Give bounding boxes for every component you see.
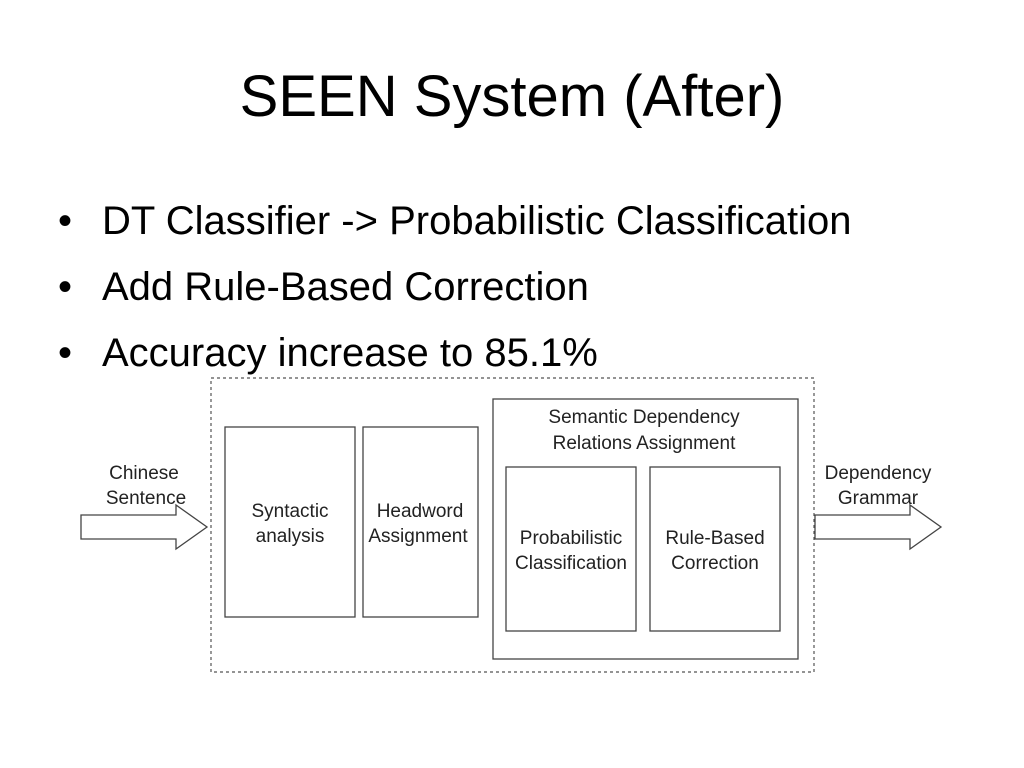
bullet-item: • Add Rule-Based Correction bbox=[58, 254, 852, 320]
semantic-label-line1: Semantic Dependency bbox=[548, 407, 740, 428]
bullet-marker: • bbox=[58, 199, 73, 243]
rule-based-label-line1: Rule-Based bbox=[665, 528, 764, 549]
system-boundary bbox=[210, 377, 815, 673]
syntactic-analysis-box bbox=[224, 426, 356, 618]
rule-based-label-line2: Correction bbox=[671, 553, 759, 574]
bullet-item: • Accuracy increase to 85.1% bbox=[58, 320, 852, 386]
bullet-marker: • bbox=[58, 265, 73, 309]
probabilistic-label-line1: Probabilistic bbox=[520, 528, 622, 549]
semantic-label-line2: Relations Assignment bbox=[553, 433, 736, 454]
headword-assignment-box bbox=[362, 426, 479, 618]
bullet-text: DT Classifier -> Probabilistic Classific… bbox=[102, 199, 852, 243]
syntactic-label-line2: analysis bbox=[256, 526, 325, 547]
bullet-item: • DT Classifier -> Probabilistic Classif… bbox=[58, 188, 852, 254]
headword-label-line1: Headword bbox=[377, 501, 464, 522]
headword-label-line2: Assignment bbox=[368, 526, 468, 547]
bullet-marker: • bbox=[58, 331, 73, 375]
output-arrow-icon bbox=[814, 503, 943, 551]
probabilistic-label-line2: Classification bbox=[515, 553, 627, 574]
bullet-text: Accuracy increase to 85.1% bbox=[102, 331, 598, 375]
input-label-line1: Chinese bbox=[109, 463, 179, 484]
input-arrow-icon bbox=[80, 503, 209, 551]
output-label-line2: Grammar bbox=[838, 488, 919, 509]
bullet-text: Add Rule-Based Correction bbox=[102, 265, 589, 309]
rule-based-correction-box bbox=[649, 466, 781, 632]
output-label-line1: Dependency bbox=[825, 463, 932, 484]
input-label-line2: Sentence bbox=[106, 488, 186, 509]
slide-title: SEEN System (After) bbox=[239, 64, 785, 129]
syntactic-label-line1: Syntactic bbox=[251, 501, 328, 522]
bullet-list: • DT Classifier -> Probabilistic Classif… bbox=[58, 188, 852, 386]
probabilistic-classification-box bbox=[505, 466, 637, 632]
